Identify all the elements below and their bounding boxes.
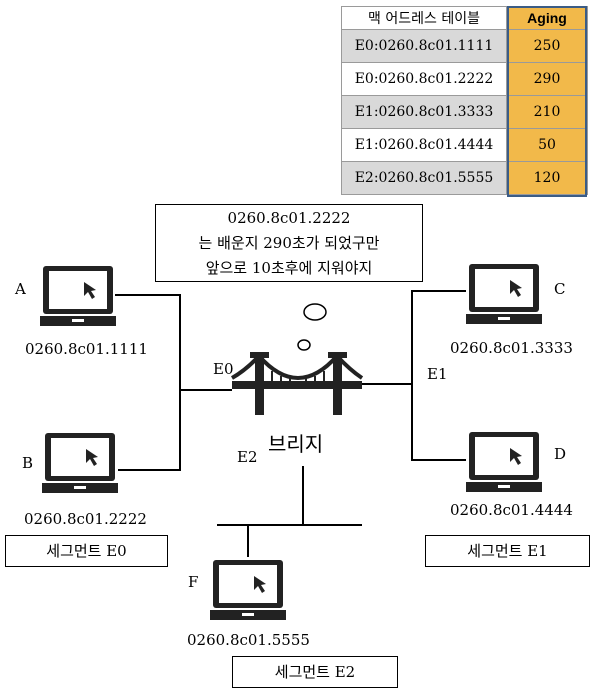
- port-e2-label: E2: [237, 448, 258, 466]
- table-header-row: 맥 어드레스 테이블 Aging: [341, 6, 588, 30]
- aging-cell: 50: [506, 128, 588, 162]
- table-row: E1:0260.8c01.3333 210: [341, 95, 588, 129]
- thought-bubble-icon: [297, 303, 327, 351]
- port-e0-label: E0: [213, 360, 234, 378]
- host-d-mac: 0260.8c01.4444: [450, 501, 573, 519]
- mac-cell: E2:0260.8c01.5555: [341, 161, 507, 195]
- mac-address-table: 맥 어드레스 테이블 Aging E0:0260.8c01.1111 250 E…: [341, 6, 588, 195]
- host-f-mac: 0260.8c01.5555: [187, 631, 310, 649]
- mac-cell: E1:0260.8c01.3333: [341, 95, 507, 129]
- mac-cell: E0:0260.8c01.2222: [341, 62, 507, 96]
- laptop-icon: [466, 432, 542, 492]
- speech-line-2: 는 배운지 290초가 되었구만: [198, 234, 380, 252]
- host-c-label: C: [554, 280, 566, 298]
- host-b-mac: 0260.8c01.2222: [24, 510, 147, 528]
- bridge-label: 브리지: [268, 432, 324, 456]
- segment-e0-wire: [115, 294, 232, 471]
- segment-e2-box: 세그먼트 E2: [232, 656, 398, 688]
- laptop-icon: [466, 264, 542, 324]
- mac-cell: E0:0260.8c01.1111: [341, 29, 507, 63]
- laptop-icon: [42, 433, 118, 493]
- segment-e1-wire: [362, 290, 466, 461]
- aging-cell: 250: [506, 29, 588, 63]
- speech-box: 0260.8c01.2222 는 배운지 290초가 되었구만 앞으로 10초후…: [155, 204, 423, 282]
- host-f-label: F: [188, 573, 199, 591]
- mac-cell: E1:0260.8c01.4444: [341, 128, 507, 162]
- table-row: E1:0260.8c01.4444 50: [341, 128, 588, 162]
- host-c-mac: 0260.8c01.3333: [450, 339, 573, 357]
- aging-cell: 210: [506, 95, 588, 129]
- table-row: E0:0260.8c01.2222 290: [341, 62, 588, 96]
- segment-e1-box: 세그먼트 E1: [425, 535, 590, 567]
- laptop-icon: [40, 266, 116, 326]
- host-a-mac: 0260.8c01.1111: [25, 340, 148, 358]
- host-d-label: D: [554, 445, 567, 463]
- laptop-icon: [210, 560, 286, 620]
- host-b-label: B: [22, 454, 34, 472]
- host-a-label: A: [15, 280, 26, 298]
- aging-cell: 120: [506, 161, 588, 195]
- speech-line-1: 0260.8c01.2222: [227, 209, 351, 227]
- table-row: E0:0260.8c01.1111 250: [341, 29, 588, 63]
- aging-cell: 290: [506, 62, 588, 96]
- speech-line-3: 앞으로 10초후에 지워야지: [205, 259, 373, 277]
- bridge-icon: [230, 352, 364, 415]
- segment-e2-wire: [217, 466, 362, 557]
- segment-e0-box: 세그먼트 E0: [5, 535, 168, 567]
- table-row: E2:0260.8c01.5555 120: [341, 161, 588, 195]
- header-mac: 맥 어드레스 테이블: [341, 6, 507, 30]
- port-e1-label: E1: [427, 365, 448, 383]
